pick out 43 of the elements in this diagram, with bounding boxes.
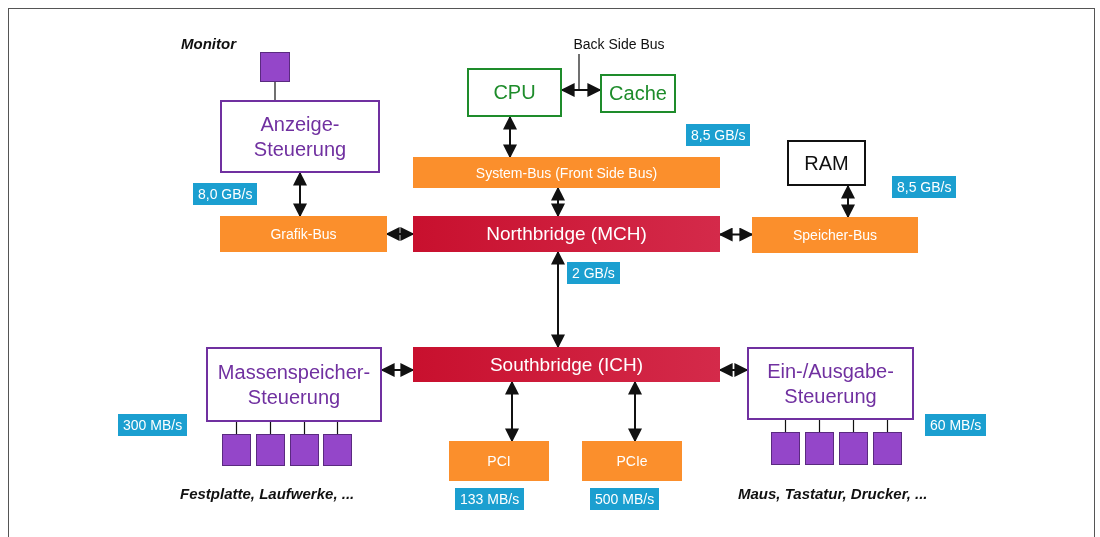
arrow [551, 186, 565, 218]
bridge-bar: Northbridge (MCH) [413, 216, 720, 252]
speed-badge: 8,5 GB/s [686, 124, 751, 146]
device-square [873, 432, 902, 465]
component-box: Cache [600, 74, 676, 113]
device-square [222, 434, 251, 466]
device-square [839, 432, 868, 465]
arrow [628, 380, 642, 443]
speed-badge: 133 MB/s [455, 488, 525, 510]
bus-bar: Grafik-Bus [220, 216, 387, 252]
note-text: Monitor [181, 35, 236, 52]
controller-box: Anzeige- Steuerung [220, 100, 380, 173]
component-box: CPU [467, 68, 562, 117]
device-square [323, 434, 352, 466]
note-text: Festplatte, Laufwerke, ... [180, 485, 355, 502]
speed-badge: 300 MB/s [118, 414, 188, 436]
bus-bar: PCI [449, 441, 549, 481]
arrow [551, 250, 565, 349]
controller-box: Massenspeicher- Steuerung [206, 347, 382, 422]
arrow [503, 115, 517, 159]
device-square [260, 52, 290, 82]
bus-bar: Speicher-Bus [752, 217, 918, 253]
speed-badge: 8,0 GB/s [193, 183, 258, 205]
arrow [505, 380, 519, 443]
bridge-bar: Southbridge (ICH) [413, 347, 720, 382]
device-square [771, 432, 800, 465]
component-box: RAM [787, 140, 866, 186]
device-square [805, 432, 834, 465]
arrow [293, 171, 307, 218]
note-text: Maus, Tastatur, Drucker, ... [738, 485, 928, 502]
speed-badge: 60 MB/s [925, 414, 987, 436]
bus-label: Back Side Bus [566, 34, 672, 54]
speed-badge: 2 GB/s [567, 262, 620, 284]
speed-badge: 8,5 GB/s [892, 176, 957, 198]
arrow [841, 184, 855, 219]
bus-bar: PCIe [582, 441, 682, 481]
device-square [290, 434, 319, 466]
speed-badge: 500 MB/s [590, 488, 660, 510]
connector-line [274, 81, 276, 101]
bus-bar: System-Bus (Front Side Bus) [413, 157, 720, 188]
leader-line [578, 53, 580, 91]
device-square [256, 434, 285, 466]
controller-box: Ein-/Ausgabe- Steuerung [747, 347, 914, 420]
